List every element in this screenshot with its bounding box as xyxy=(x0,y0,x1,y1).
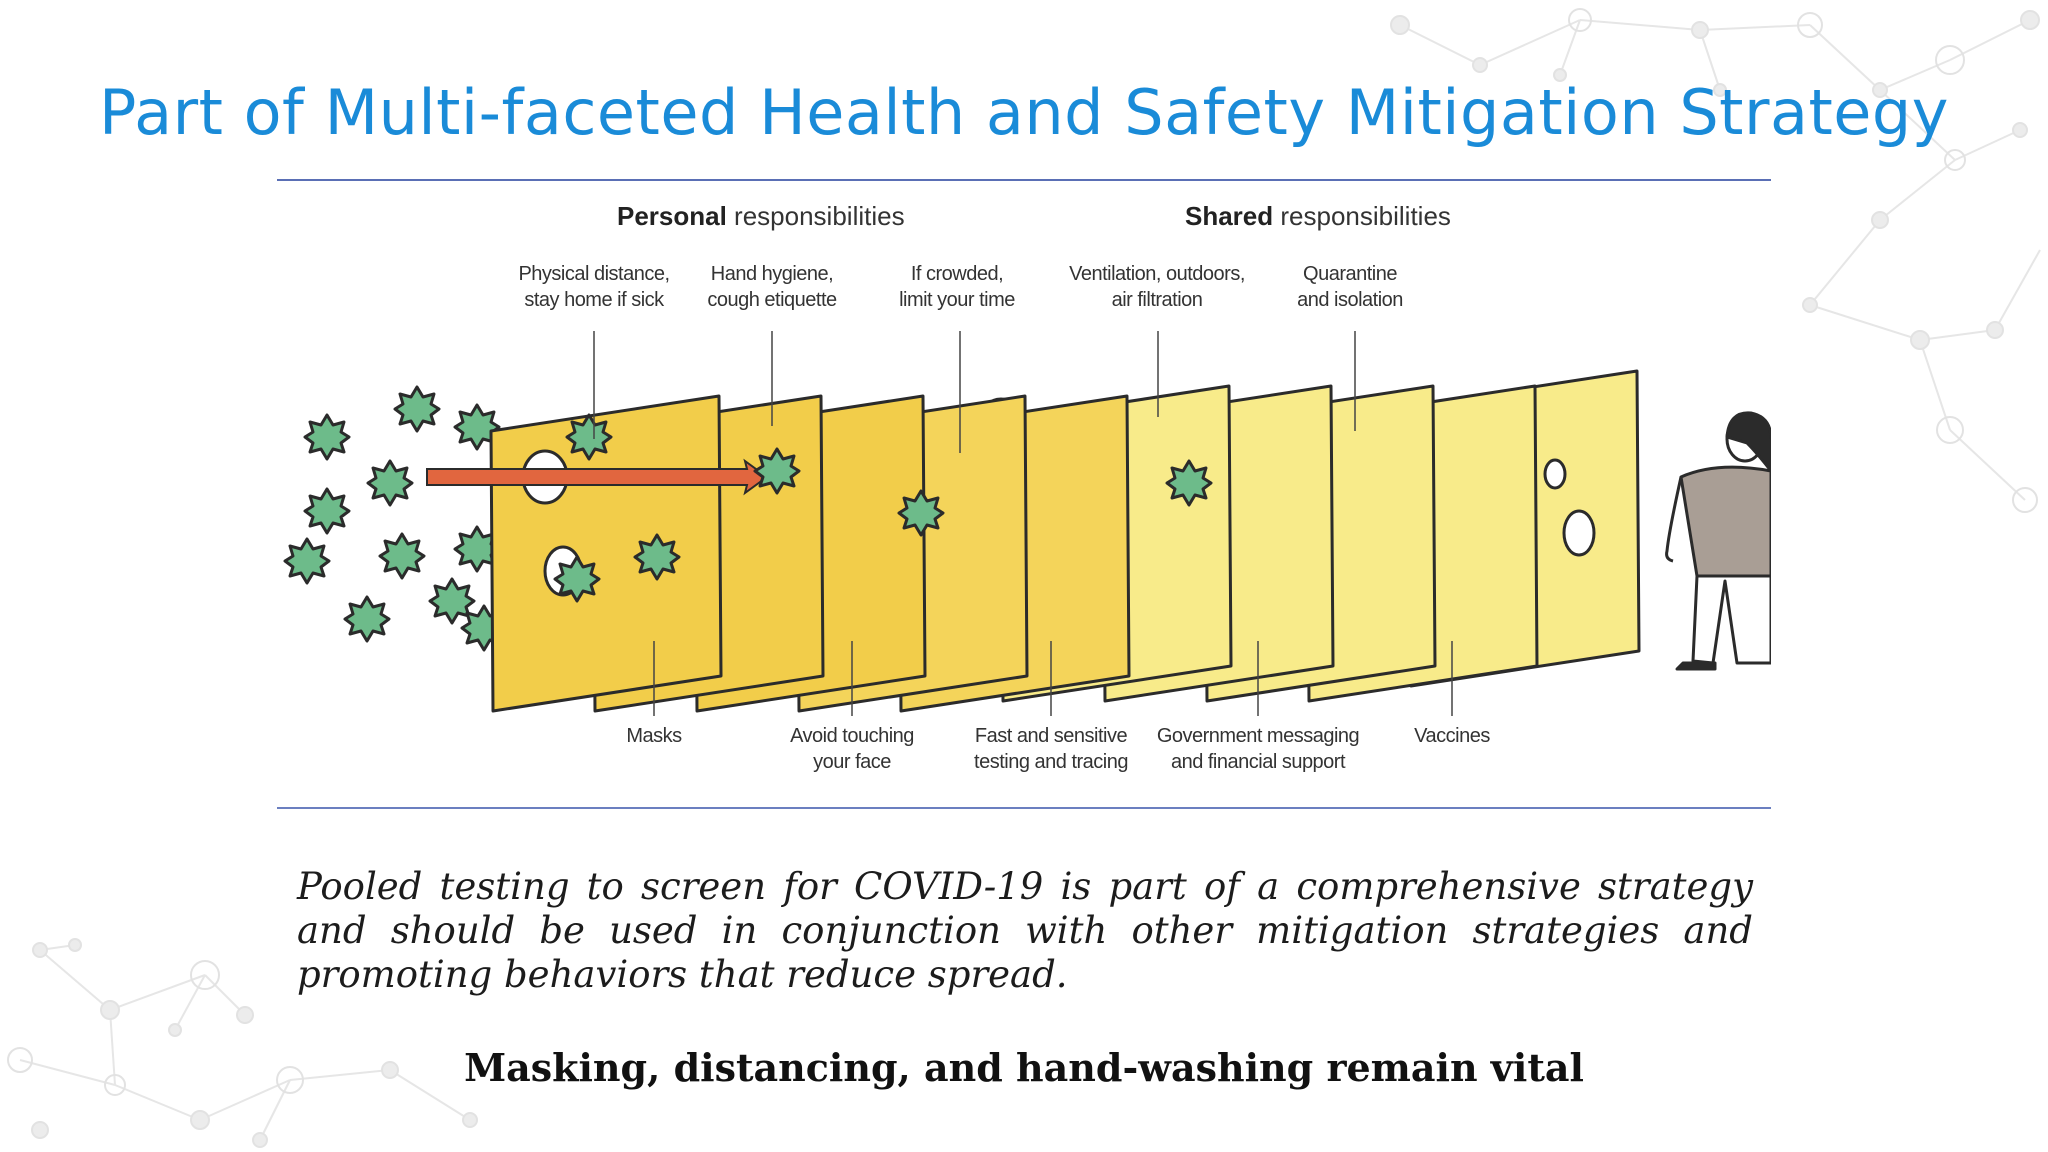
cheese-slices xyxy=(489,369,1641,713)
shared-responsibilities-heading: Shared responsibilities xyxy=(1185,201,1451,232)
label-masks: Masks xyxy=(587,723,721,749)
label-if-crowded-line2: limit your time xyxy=(899,289,1015,311)
label-testing: Fast and sensitive testing and tracing xyxy=(961,723,1141,775)
label-avoid-touching-line2: your face xyxy=(813,751,891,773)
label-ventilation-line1: Ventilation, outdoors, xyxy=(1069,263,1245,285)
label-vaccines-line1: Vaccines xyxy=(1414,725,1490,747)
swiss-cheese-illustration xyxy=(283,331,1771,716)
label-government-line1: Government messaging xyxy=(1156,725,1360,747)
label-avoid-touching-line1: Avoid touching xyxy=(790,725,914,747)
label-ventilation-line2: air filtration xyxy=(1111,289,1203,311)
slide-title: Part of Multi-faceted Health and Safety … xyxy=(99,76,1949,149)
label-government-line2: and financial support xyxy=(1170,751,1346,773)
label-physical-distance-line2: stay home if sick xyxy=(524,289,664,311)
slice-physical-distance xyxy=(489,394,723,713)
shared-heading-bold: Shared xyxy=(1185,201,1274,231)
label-quarantine-line2: and isolation xyxy=(1297,289,1403,311)
label-ventilation: Ventilation, outdoors, air filtration xyxy=(1057,261,1257,313)
virus-particles xyxy=(283,385,508,652)
label-testing-line2: testing and tracing xyxy=(974,751,1128,773)
transmission-arrow xyxy=(426,458,769,496)
label-hand-hygiene-line2: cough etiquette xyxy=(707,289,837,311)
person-illustration xyxy=(1665,411,1771,671)
label-testing-line1: Fast and sensitive xyxy=(974,725,1128,747)
personal-heading-bold: Personal xyxy=(617,201,727,231)
swiss-cheese-diagram: Personal responsibilities Shared respons… xyxy=(277,179,1771,809)
personal-responsibilities-heading: Personal responsibilities xyxy=(617,201,905,232)
label-hand-hygiene-line1: Hand hygiene, xyxy=(710,263,834,285)
tagline-text: Masking, distancing, and hand-washing re… xyxy=(464,1045,1584,1090)
label-hand-hygiene: Hand hygiene, cough etiquette xyxy=(687,261,857,313)
label-masks-line1: Masks xyxy=(626,725,682,747)
label-physical-distance: Physical distance, stay home if sick xyxy=(504,261,684,313)
caption-text: Pooled testing to screen for COVID-19 is… xyxy=(297,865,1753,996)
shared-heading-rest: responsibilities xyxy=(1273,201,1451,231)
personal-heading-rest: responsibilities xyxy=(726,201,905,231)
label-leader-lines xyxy=(593,331,1453,716)
label-avoid-touching: Avoid touching your face xyxy=(775,723,929,775)
label-government: Government messaging and financial suppo… xyxy=(1153,723,1363,775)
label-physical-distance-line1: Physical distance, xyxy=(518,263,670,285)
label-vaccines: Vaccines xyxy=(1382,723,1522,749)
label-if-crowded-line1: If crowded, xyxy=(910,263,1004,285)
label-if-crowded: If crowded, limit your time xyxy=(882,261,1032,313)
label-quarantine-line1: Quarantine xyxy=(1303,263,1397,285)
label-quarantine: Quarantine and isolation xyxy=(1275,261,1425,313)
